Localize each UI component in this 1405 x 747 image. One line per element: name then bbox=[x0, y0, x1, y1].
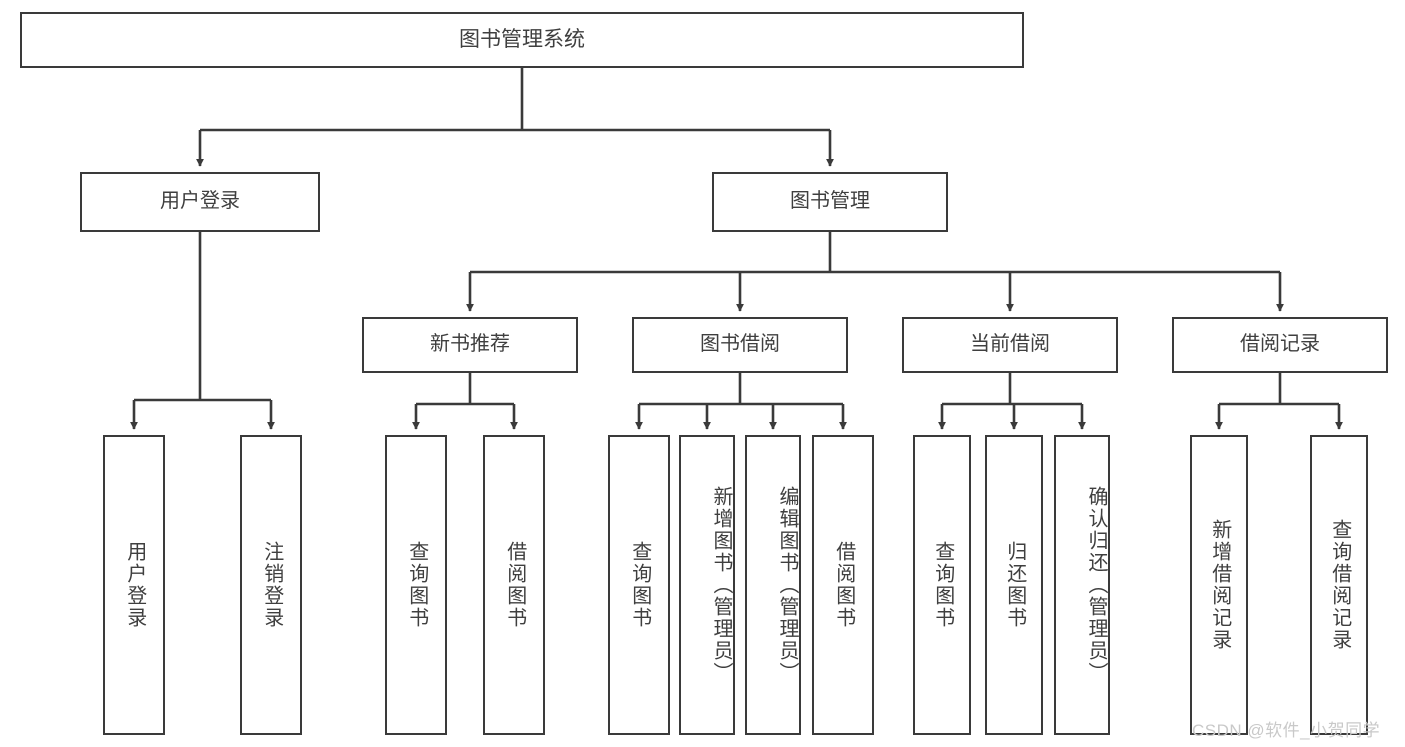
leaf-logout[interactable]: 注销登录 bbox=[240, 435, 302, 735]
node-new-book-recommend[interactable]: 新书推荐 bbox=[362, 317, 578, 373]
leaf-lend-book[interactable]: 借阅图书 bbox=[812, 435, 874, 735]
node-label: 查询借阅记录 bbox=[1328, 519, 1351, 651]
node-label: 图书管理 bbox=[790, 190, 870, 213]
node-label: 用户登录 bbox=[160, 190, 240, 213]
leaf-query-book-current[interactable]: 查询图书 bbox=[913, 435, 971, 735]
leaf-edit-book-admin[interactable]: 编辑图书（管理员） bbox=[745, 435, 801, 735]
leaf-add-borrow-record[interactable]: 新增借阅记录 bbox=[1190, 435, 1248, 735]
node-label: 新增图书（管理员） bbox=[710, 486, 732, 684]
node-label: 新书推荐 bbox=[430, 333, 510, 356]
leaf-user-login[interactable]: 用户登录 bbox=[103, 435, 165, 735]
node-label: 新增借阅记录 bbox=[1208, 519, 1231, 651]
node-label: 借阅记录 bbox=[1240, 333, 1320, 356]
leaf-add-book-admin[interactable]: 新增图书（管理员） bbox=[679, 435, 735, 735]
leaf-return-book[interactable]: 归还图书 bbox=[985, 435, 1043, 735]
node-borrow-record[interactable]: 借阅记录 bbox=[1172, 317, 1388, 373]
node-book-management[interactable]: 图书管理 bbox=[712, 172, 948, 232]
node-label: 归还图书 bbox=[1003, 541, 1026, 629]
node-label: 当前借阅 bbox=[970, 333, 1050, 356]
leaf-query-book-new[interactable]: 查询图书 bbox=[385, 435, 447, 735]
node-label: 确认归还（管理员） bbox=[1085, 486, 1107, 684]
node-current-borrow[interactable]: 当前借阅 bbox=[902, 317, 1118, 373]
node-label: 借阅图书 bbox=[832, 541, 855, 629]
leaf-query-borrow-record[interactable]: 查询借阅记录 bbox=[1310, 435, 1368, 735]
leaf-confirm-return-admin[interactable]: 确认归还（管理员） bbox=[1054, 435, 1110, 735]
leaf-query-book-borrow[interactable]: 查询图书 bbox=[608, 435, 670, 735]
node-label: 图书管理系统 bbox=[459, 27, 585, 51]
node-root-system[interactable]: 图书管理系统 bbox=[20, 12, 1024, 68]
csdn-watermark: CSDN @软件_小贺同学 bbox=[1192, 721, 1381, 740]
node-label: 查询图书 bbox=[931, 541, 954, 629]
leaf-borrow-book-new[interactable]: 借阅图书 bbox=[483, 435, 545, 735]
node-label: 借阅图书 bbox=[503, 541, 526, 629]
node-label: 图书借阅 bbox=[700, 333, 780, 356]
node-label: 编辑图书（管理员） bbox=[776, 486, 798, 684]
node-label: 注销登录 bbox=[260, 541, 283, 629]
node-label: 用户登录 bbox=[123, 541, 146, 629]
node-label: 查询图书 bbox=[405, 541, 428, 629]
node-book-borrow[interactable]: 图书借阅 bbox=[632, 317, 848, 373]
node-label: 查询图书 bbox=[628, 541, 651, 629]
node-user-login[interactable]: 用户登录 bbox=[80, 172, 320, 232]
